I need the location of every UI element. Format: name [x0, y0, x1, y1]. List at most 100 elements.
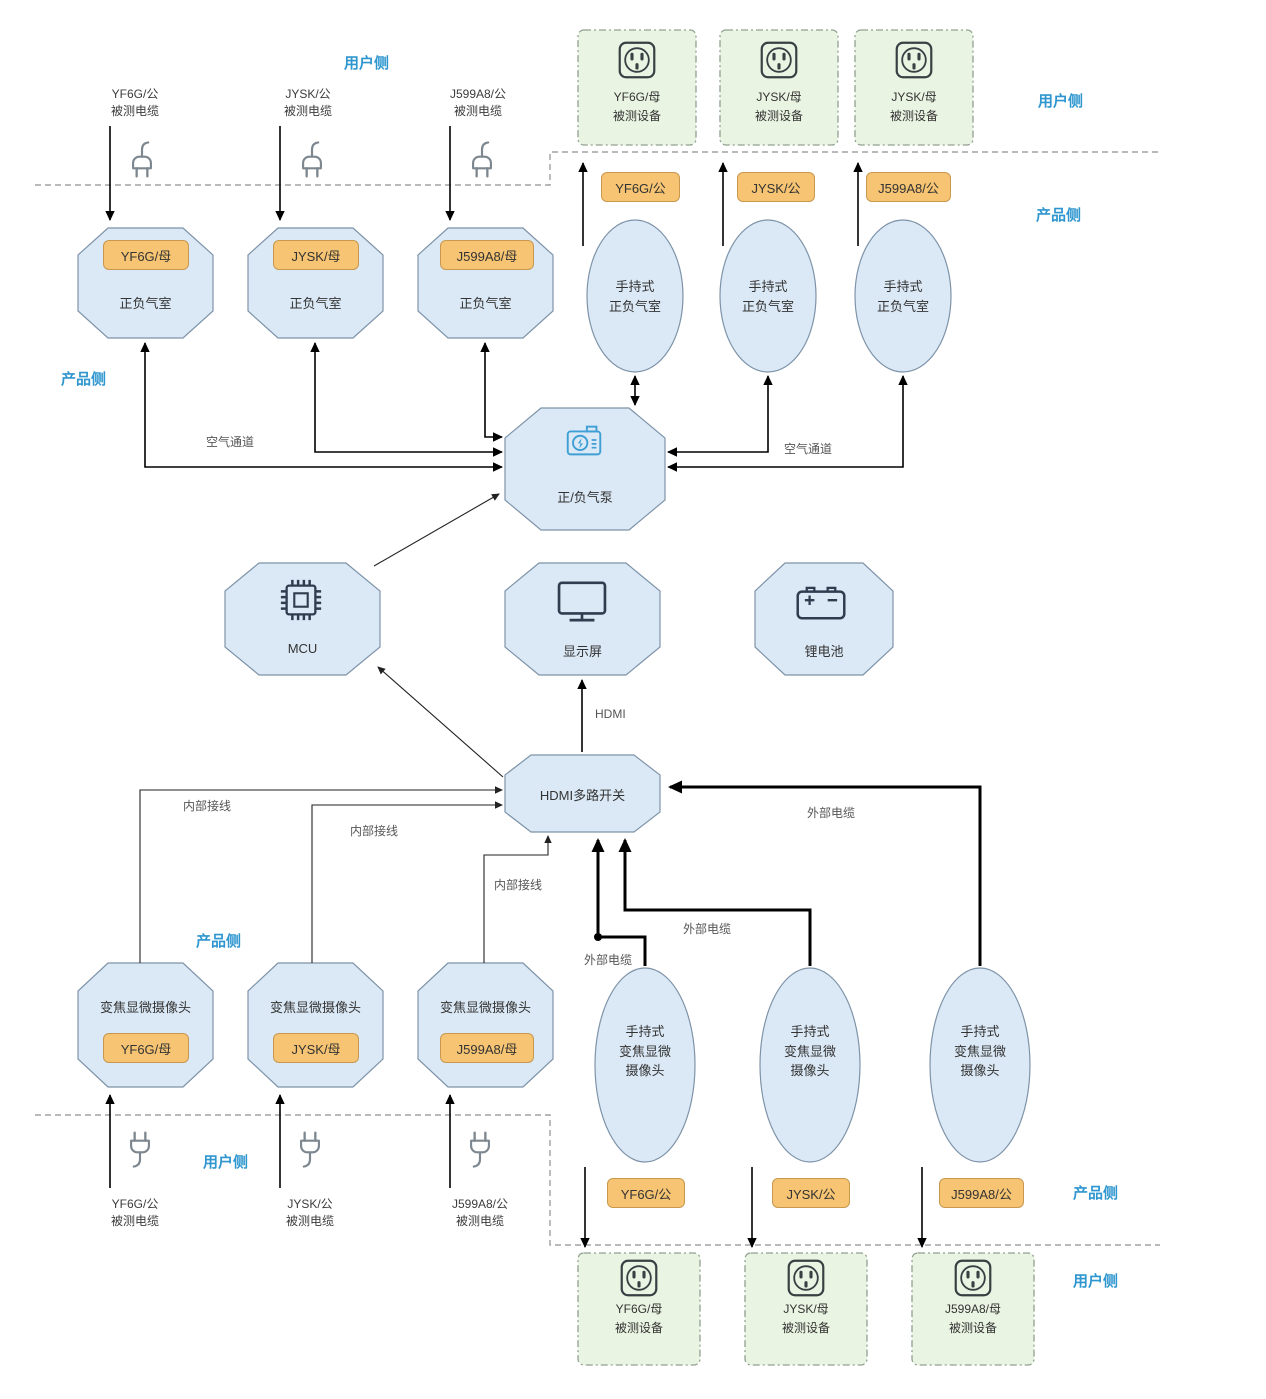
- handheld-chamber-label: 手持式 正负气室: [720, 277, 816, 316]
- air-line: [667, 375, 908, 472]
- device-port: JYSK/母: [756, 90, 802, 104]
- device-box-shape: [577, 29, 697, 146]
- cable-label: YF6G/公 被测电缆: [85, 86, 185, 120]
- device-boxes: [577, 29, 1035, 1366]
- cable-connector: JYSK/公: [287, 1197, 333, 1211]
- internal-wiring-label: 内部接线: [350, 824, 399, 838]
- plug-icon: [462, 1130, 498, 1171]
- device-label: YF6G/母 被测设备: [578, 1300, 700, 1338]
- device-port: JYSK/母: [891, 90, 937, 104]
- display-icon: [556, 579, 608, 623]
- handheld-camera-shape: [929, 967, 1031, 1163]
- device-port: YF6G/母: [613, 90, 661, 104]
- chamber-name: 正负气室: [289, 296, 342, 311]
- display-name: 显示屏: [562, 644, 602, 659]
- label-line: 变焦显微: [618, 1043, 671, 1059]
- cable-label: J599A8/公 被测电缆: [428, 86, 528, 120]
- label-line: 正负气室: [608, 298, 661, 314]
- battery-name: 锂电池: [804, 644, 844, 659]
- side-label-user: 用户侧: [1038, 93, 1084, 110]
- cable-connector: JYSK/公: [285, 87, 331, 101]
- boundary-lines: [35, 151, 1160, 1246]
- pump-shape: [504, 407, 666, 531]
- port-badge: YF6G/母: [103, 1033, 189, 1063]
- port-badge: J599A8/母: [440, 1033, 534, 1063]
- label-line: 摄像头: [625, 1063, 665, 1078]
- chamber-name: 正负气室: [459, 296, 512, 311]
- mcu-chip-icon: [278, 577, 324, 623]
- internal-wiring-line: [139, 786, 503, 963]
- device-label: YF6G/母 被测设备: [578, 88, 696, 126]
- device-desc: 被测设备: [781, 1321, 830, 1335]
- socket-icon: [617, 40, 657, 80]
- label-line: 手持式: [615, 279, 655, 294]
- control-lines: [139, 493, 587, 963]
- device-port: JYSK/母: [783, 1302, 829, 1316]
- handheld-camera-label: 手持式 变焦显微 摄像头: [760, 1022, 860, 1081]
- camera-name: 变焦显微摄像头: [269, 1000, 361, 1015]
- device-box-shape: [854, 29, 974, 146]
- handheld-chamber-shape: [586, 219, 684, 373]
- top-boundary-line: [35, 151, 1160, 186]
- plug-icon: [124, 138, 160, 179]
- label-line: 正负气室: [741, 298, 794, 314]
- port-badge: JYSK/母: [273, 240, 359, 270]
- label-line: 手持式: [790, 1024, 830, 1039]
- device-label: J599A8/母 被测设备: [912, 1300, 1034, 1338]
- label-line: 正负气室: [876, 298, 929, 314]
- connector-badge: J599A8/公: [866, 172, 951, 202]
- plug-icon: [294, 138, 330, 179]
- air-channel-label: 空气通道: [784, 442, 833, 456]
- handheld-chamber-shape: [719, 219, 817, 373]
- mcu-shape: [224, 562, 381, 676]
- side-label-product: 产品侧: [196, 933, 242, 950]
- side-label-product: 产品侧: [61, 371, 107, 388]
- label-line: 手持式: [748, 279, 788, 294]
- hdmi-label: HDMI: [595, 707, 626, 721]
- handheld-camera-shape: [759, 967, 861, 1163]
- cable-junction-dot: [594, 933, 602, 941]
- cable-label: JYSK/公 被测电缆: [260, 1196, 360, 1230]
- cable-connector: J599A8/公: [449, 87, 507, 101]
- device-box-shape: [744, 1252, 868, 1366]
- cable-desc: 被测电缆: [285, 1214, 334, 1228]
- device-box-shape: [577, 1252, 701, 1366]
- device-port: J599A8/母: [944, 1302, 1002, 1316]
- handheld-camera-label: 手持式 变焦显微 摄像头: [930, 1022, 1030, 1081]
- external-cable-line: [618, 838, 812, 966]
- internal-wiring-line: [311, 801, 503, 963]
- air-line: [140, 342, 503, 472]
- external-cable-line: [668, 780, 982, 966]
- device-port: YF6G/母: [615, 1302, 663, 1316]
- external-cable-label: 外部电缆: [584, 953, 633, 967]
- socket-icon: [953, 1258, 993, 1298]
- handheld-chamber-shape: [854, 219, 952, 373]
- cable-connector: YF6G/公: [111, 1197, 159, 1211]
- camera-shape: [247, 962, 384, 1088]
- air-channel-lines: [140, 342, 908, 472]
- bottom-boundary-line: [35, 1114, 1160, 1246]
- port-badge: J599A8/母: [440, 240, 534, 270]
- port-badge: YF6G/母: [103, 240, 189, 270]
- label-line: 摄像头: [960, 1063, 1000, 1078]
- mcu-name: MCU: [287, 641, 318, 656]
- air-channel-label: 空气通道: [206, 435, 255, 449]
- connector-badge: YF6G/公: [607, 1178, 685, 1208]
- plug-icon: [122, 1130, 158, 1171]
- socket-icon: [786, 1258, 826, 1298]
- connector-badge: J599A8/公: [939, 1178, 1024, 1208]
- label-line: 变焦显微: [783, 1043, 836, 1059]
- handheld-camera-shape: [594, 967, 696, 1163]
- label-line: 手持式: [960, 1024, 1000, 1039]
- internal-wiring-label: 内部接线: [183, 799, 232, 813]
- cable-connector: YF6G/公: [111, 87, 159, 101]
- handheld-chamber-label: 手持式 正负气室: [587, 277, 683, 316]
- side-label-product: 产品侧: [1036, 207, 1082, 224]
- side-label-user: 用户侧: [344, 55, 390, 72]
- device-desc: 被测设备: [948, 1321, 997, 1335]
- connector-badge: JYSK/公: [737, 172, 815, 202]
- hdmi-switch-name: HDMI多路开关: [539, 788, 626, 803]
- label-line: 手持式: [883, 279, 923, 294]
- device-box-shape: [911, 1252, 1035, 1366]
